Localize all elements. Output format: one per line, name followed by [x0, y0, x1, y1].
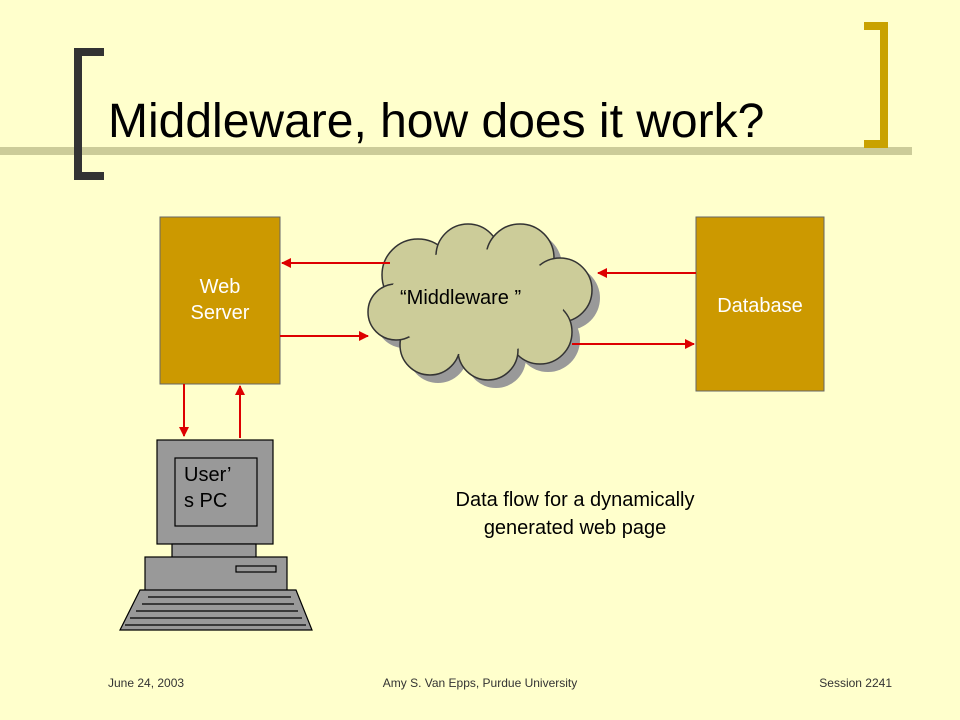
title-rule: [0, 147, 912, 155]
web-server-label: Web Server: [190, 276, 250, 324]
diagram-caption: Data flow for a dynamically generated we…: [455, 489, 695, 539]
right-bracket-icon: [864, 22, 888, 148]
footer-author: Amy S. Van Epps, Purdue University: [382, 676, 578, 690]
user-pc-label: User’ s PC: [184, 464, 231, 512]
footer-session: Session 2241: [819, 676, 892, 690]
footer-date: June 24, 2003: [108, 676, 185, 690]
left-bracket-icon: [74, 48, 104, 180]
database-label: Database: [717, 295, 803, 317]
middleware-label: “Middleware ”: [400, 287, 522, 309]
database-box: [695, 216, 825, 392]
web-server-box: [159, 216, 281, 385]
slide-title: Middleware, how does it work?: [108, 95, 765, 148]
cloud-core: [388, 249, 564, 355]
computer-icon: [119, 439, 313, 631]
